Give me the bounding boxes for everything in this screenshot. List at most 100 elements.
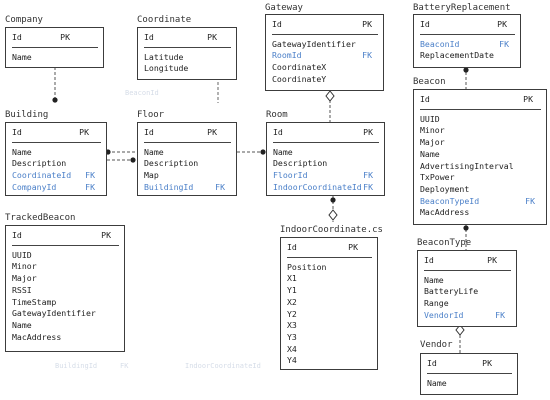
beacon-field-name: Name xyxy=(420,148,440,159)
company-field-row: Name xyxy=(12,52,98,64)
room-gateway-diamond xyxy=(325,90,335,102)
coordinate-field-name: Latitude xyxy=(144,51,184,62)
tracked-field-name: Name xyxy=(12,319,32,330)
battery-field-name: BeaconId xyxy=(420,38,460,49)
ghost-text-fk: FK xyxy=(120,362,129,370)
indoor-title: IndoorCoordinate.cs xyxy=(280,225,383,235)
beacontype-title: BeaconType xyxy=(417,238,472,248)
tracked-field-row: GatewayIdentifier xyxy=(12,308,119,320)
floor-id-label: Id xyxy=(144,127,154,137)
vendor-field-name: Name xyxy=(427,377,447,388)
tracked-field-name: Major xyxy=(12,273,37,284)
gateway-field-name: CoordinateY xyxy=(272,73,327,84)
building-divider xyxy=(12,141,101,143)
indoor-field-row: Position xyxy=(287,262,372,274)
tracked-field-name: MacAddress xyxy=(12,331,62,342)
tracked-field-name: UUID xyxy=(12,249,32,260)
building-pk-label: PK xyxy=(79,127,89,137)
gateway-id-label: Id xyxy=(272,19,282,29)
indoor-field-name: X2 xyxy=(287,296,297,307)
room-field-row: Description xyxy=(273,158,379,170)
beacon-field-row: TxPower xyxy=(420,172,541,184)
building-field-name: CoordinateId xyxy=(12,170,72,181)
floor-field-name: BuildingId xyxy=(144,181,194,192)
beacontype-field-row: Name xyxy=(424,275,511,287)
beacon-field-key-tag: FK xyxy=(525,195,535,206)
room-indoor-diamond xyxy=(328,209,338,221)
beacon-pk-row: Id PK xyxy=(420,94,541,106)
beacon-field-row: AdvertisingInterval xyxy=(420,161,541,173)
coordinate-id-label: Id xyxy=(144,32,154,42)
battery-field-key-tag: FK xyxy=(499,38,509,49)
floor-field-name: Map xyxy=(144,170,159,181)
floor-divider xyxy=(144,141,231,143)
coordinate-field-row: Longitude xyxy=(144,63,231,75)
floor-pk-label: PK xyxy=(207,127,217,137)
company-pk-row: Id PK xyxy=(12,32,98,44)
beacontype-field-name: Range xyxy=(424,298,449,309)
indoor-pk-row: Id PK xyxy=(287,242,372,254)
coordinate-field-name: Longitude xyxy=(144,63,189,74)
beacon-field-row: BeaconTypeId FK xyxy=(420,196,541,208)
tracked-field-row: RSSI xyxy=(12,285,119,297)
beacon-title: Beacon xyxy=(413,77,446,87)
beacon-field-row: Name xyxy=(420,149,541,161)
tracked-field-row: Name xyxy=(12,320,119,332)
gateway-field-key-tag: FK xyxy=(362,50,372,61)
gateway-field-row: CoordinateX xyxy=(272,62,378,74)
company-fields: Name xyxy=(12,52,98,64)
indoor-field-row: Y3 xyxy=(287,332,372,344)
indoor-field-row: X3 xyxy=(287,320,372,332)
coordinate-divider xyxy=(144,46,231,48)
indoor-field-row: X4 xyxy=(287,344,372,356)
company-entity: Id PK Name xyxy=(5,27,104,68)
building-field-key-tag: FK xyxy=(85,170,95,181)
building-field-row: CoordinateId FK xyxy=(12,170,101,182)
battery-field-row: BeaconId FK xyxy=(420,39,515,51)
room-pk-row: Id PK xyxy=(273,127,379,139)
vendor-id-label: Id xyxy=(427,358,437,368)
company-building-end-dot xyxy=(52,97,58,103)
room-field-key-tag: FK xyxy=(363,170,373,181)
floor-field-row: Map xyxy=(144,170,231,182)
indoor-field-name: Position xyxy=(287,261,327,272)
beacon-beacontype-end-dot xyxy=(463,225,469,231)
floor-room-end-dot xyxy=(260,149,266,155)
gateway-field-name: RoomId xyxy=(272,50,302,61)
company-id-label: Id xyxy=(12,32,22,42)
beacon-field-row: UUID xyxy=(420,114,541,126)
tracked-divider xyxy=(12,244,119,246)
vendor-entity: Id PK Name xyxy=(420,353,518,395)
indoor-pk-label: PK xyxy=(348,242,358,252)
beacon-field-name: UUID xyxy=(420,113,440,124)
building-id-label: Id xyxy=(12,127,22,137)
tracked-pk-label: PK xyxy=(101,230,111,240)
indoor-field-name: Y4 xyxy=(287,355,297,366)
battery-pk-label: PK xyxy=(497,19,507,29)
battery-title: BatteryReplacement xyxy=(413,3,511,13)
tracked-field-row: Major xyxy=(12,273,119,285)
floor-building-end-dot xyxy=(130,157,136,163)
beacon-field-name: MacAddress xyxy=(420,207,470,218)
building-field-name: Description xyxy=(12,158,67,169)
indoor-field-row: Y4 xyxy=(287,355,372,367)
company-field-name: Name xyxy=(12,51,32,62)
beacontype-pk-label: PK xyxy=(487,255,497,265)
building-field-name: CompanyId xyxy=(12,181,57,192)
ghost-text-beaconid: BeaconId xyxy=(125,89,159,97)
tracked-field-name: TimeStamp xyxy=(12,296,57,307)
gateway-field-name: GatewayIdentifier xyxy=(272,38,356,49)
beacon-field-name: BeaconTypeId xyxy=(420,195,480,206)
beacon-field-row: Minor xyxy=(420,125,541,137)
indoor-field-row: X1 xyxy=(287,273,372,285)
tracked-pk-row: Id PK xyxy=(12,230,119,242)
building-field-row: Description xyxy=(12,158,101,170)
